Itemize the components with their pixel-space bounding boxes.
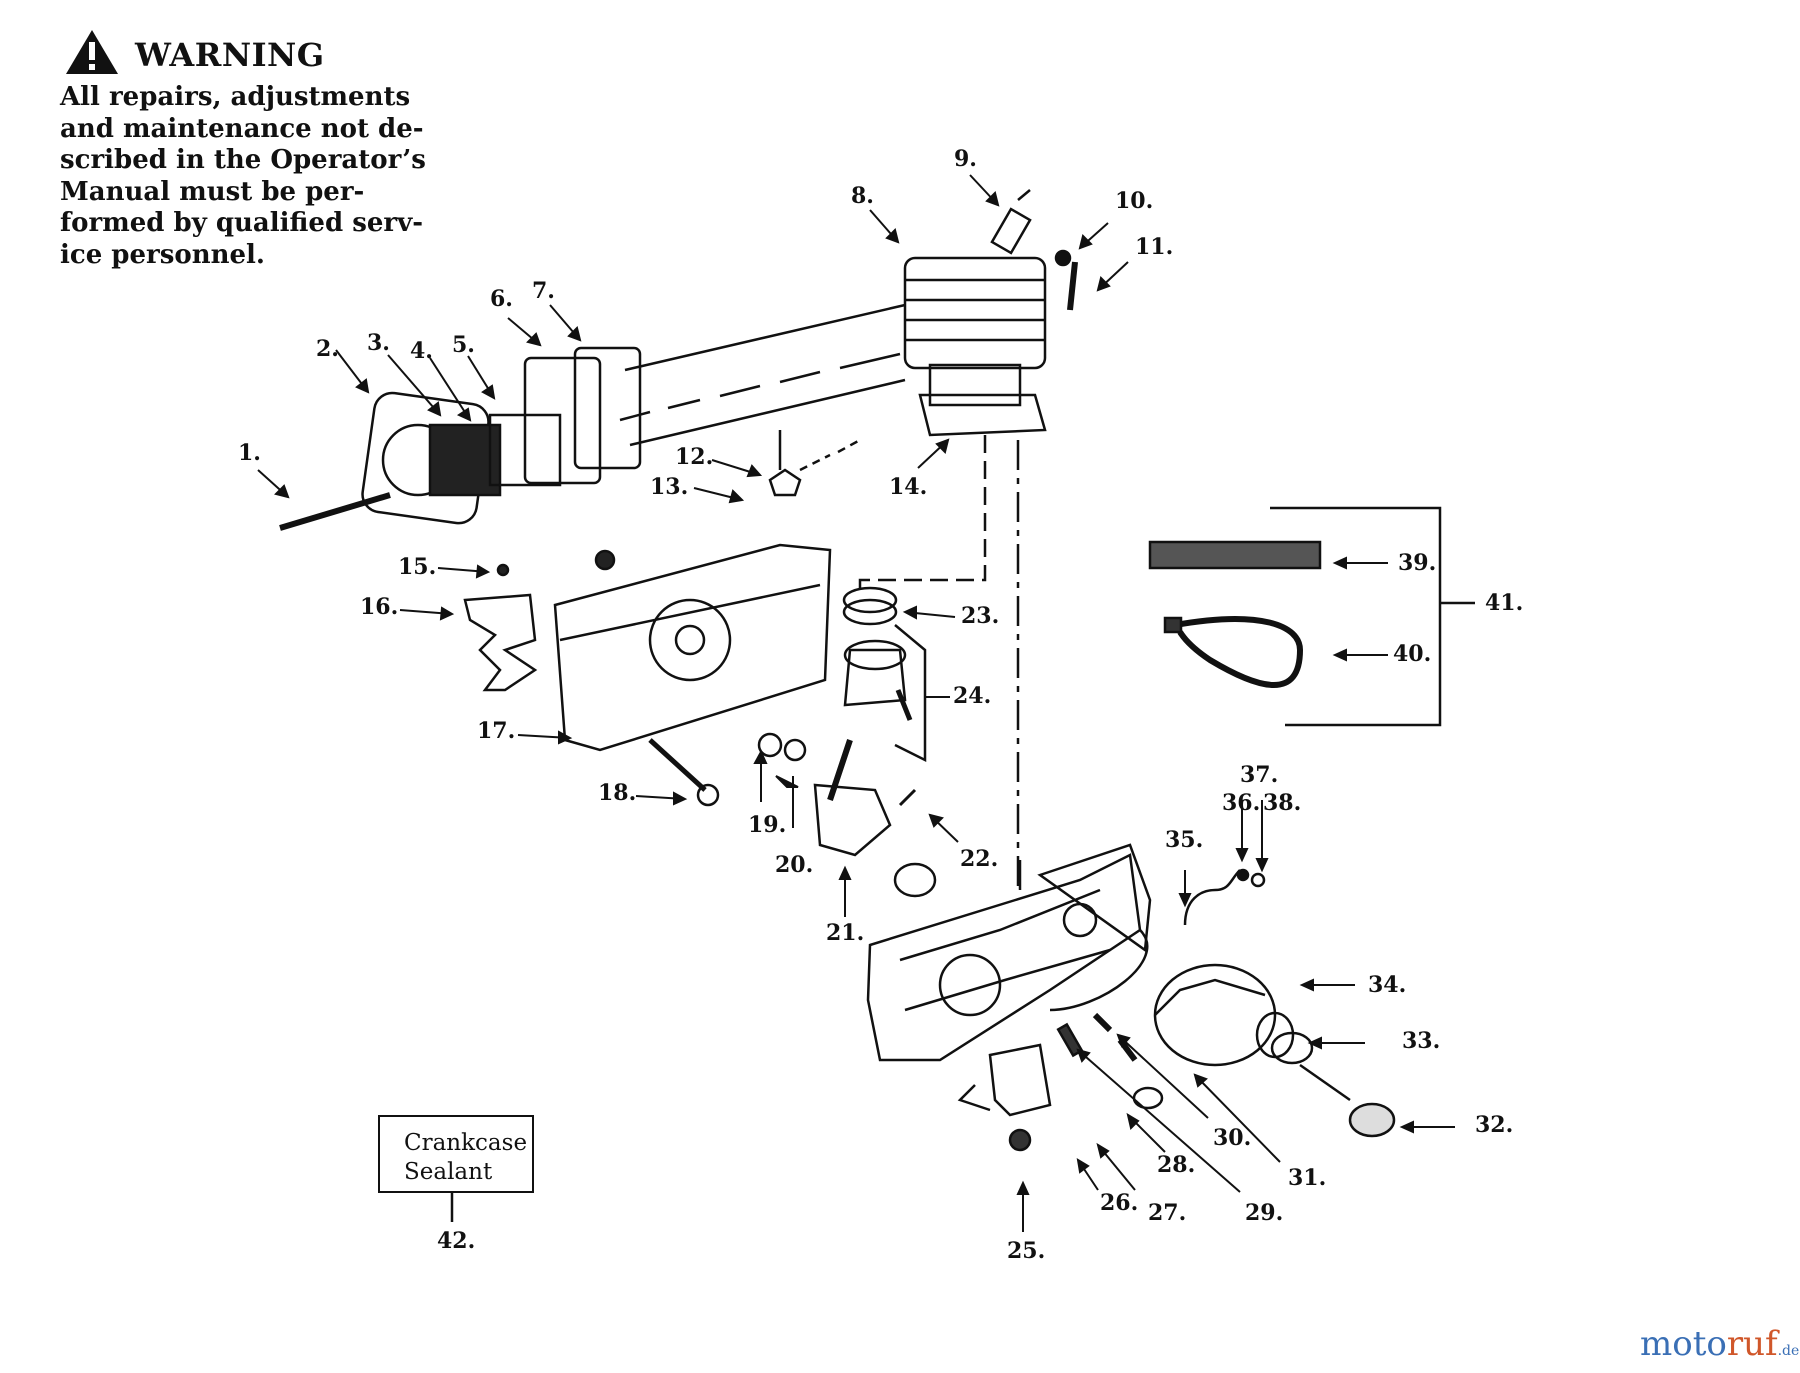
crankcase-sealant-box: Crankcase Sealant	[378, 1115, 534, 1193]
callout-37: 37.	[1240, 762, 1279, 788]
clutch-cover-part	[553, 543, 832, 752]
sealant-line-2: Sealant	[404, 1159, 493, 1185]
callout-6: 6.	[490, 286, 513, 312]
muffler-cover-part	[361, 346, 642, 525]
callout-39: 39.	[1398, 550, 1437, 576]
callout-40: 40.	[1393, 641, 1432, 667]
callout-32: 32.	[1475, 1112, 1514, 1138]
sealant-line-1: Crankcase	[404, 1130, 528, 1156]
warning-line: Manual must be per-	[60, 176, 365, 207]
callout-27: 27.	[1148, 1200, 1187, 1226]
callout-19: 19.	[748, 812, 787, 838]
watermark-logo: motoruf.de	[1640, 1324, 1799, 1364]
spark-plug-part	[990, 189, 1032, 255]
callout-9: 9.	[954, 146, 977, 172]
callout-28: 28.	[1157, 1152, 1196, 1178]
callout-11: 11.	[1135, 234, 1174, 260]
callout-35: 35.	[1165, 827, 1204, 853]
callout-38: 38.	[1263, 790, 1302, 816]
watermark-part: ruf	[1726, 1324, 1778, 1364]
callout-23: 23.	[961, 603, 1000, 629]
callout-41: 41.	[1485, 590, 1524, 616]
callout-16: 16.	[360, 594, 399, 620]
cylinder-part	[903, 256, 1047, 437]
warning-line: and maintenance not de-	[60, 113, 424, 144]
warning-triangle-icon	[66, 30, 118, 74]
callout-20: 20.	[775, 852, 814, 878]
warning-line: All repairs, adjustments	[60, 82, 411, 112]
callout-7: 7.	[532, 278, 555, 304]
warning-line: formed by qualified serv-	[60, 208, 423, 238]
callout-25: 25.	[1007, 1238, 1046, 1264]
callout-24: 24.	[953, 683, 992, 709]
callout-31: 31.	[1288, 1165, 1327, 1191]
callout-22: 22.	[960, 846, 999, 872]
warning-line: ice personnel.	[60, 239, 265, 270]
callout-17: 17.	[477, 718, 516, 744]
callout-10: 10.	[1115, 188, 1154, 214]
callout-42: 42.	[437, 1228, 476, 1254]
callout-13: 13.	[650, 474, 689, 500]
callout-33: 33.	[1402, 1028, 1441, 1054]
callout-4: 4.	[410, 338, 433, 364]
callout-1: 1.	[238, 440, 261, 466]
callout-arrows	[257, 174, 1455, 1232]
callout-2: 2.	[316, 336, 339, 362]
callout-26: 26.	[1100, 1190, 1139, 1216]
watermark-part: .de	[1777, 1343, 1800, 1359]
callout-29: 29.	[1245, 1200, 1284, 1226]
callout-14: 14.	[889, 474, 928, 500]
warning-text: All repairs, adjustments and maintenance…	[60, 82, 430, 271]
watermark-part: moto	[1640, 1324, 1727, 1364]
callout-8: 8.	[851, 183, 874, 209]
callout-34: 34.	[1368, 972, 1407, 998]
callout-36: 36.	[1222, 790, 1261, 816]
callout-21: 21.	[826, 920, 865, 946]
warning-title: WARNING	[135, 36, 325, 74]
callout-15: 15.	[398, 554, 437, 580]
crankcase-part	[866, 843, 1152, 1062]
callout-5: 5.	[452, 332, 475, 358]
warning-line: scribed in the Operator’s	[60, 145, 426, 175]
callout-12: 12.	[675, 444, 714, 470]
callout-3: 3.	[367, 330, 390, 356]
callout-18: 18.	[598, 780, 637, 806]
callout-30: 30.	[1213, 1125, 1252, 1151]
